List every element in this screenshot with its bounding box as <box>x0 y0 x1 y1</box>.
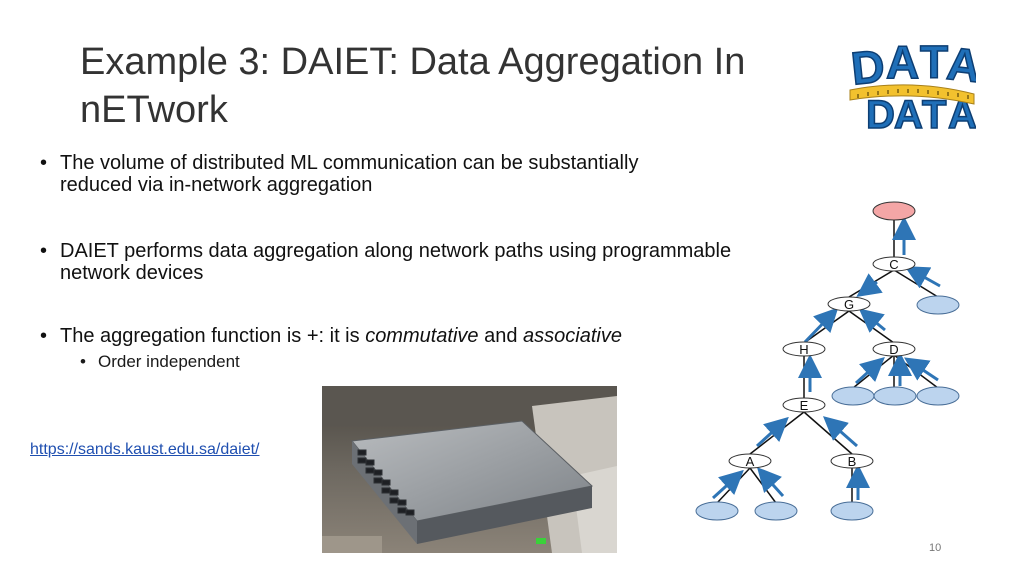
node-label-d: D <box>889 342 898 357</box>
daiet-link[interactable]: https://sands.kaust.edu.sa/daiet/ <box>30 441 260 458</box>
bullet-3: The aggregation function is +: it is com… <box>40 325 760 347</box>
aggregation-tree-diagram: C G H D E A B <box>695 201 960 521</box>
svg-text:T: T <box>922 93 946 130</box>
leaf-node <box>916 386 960 406</box>
leaf-node <box>830 501 874 521</box>
bullet-2: DAIET performs data aggregation along ne… <box>40 240 740 284</box>
node-a <box>728 453 772 469</box>
data-logo-letters: D A T A D A T A <box>848 35 976 130</box>
svg-text:A: A <box>944 37 976 92</box>
bullet-3-em2: associative <box>523 325 622 347</box>
node-label-g: G <box>844 297 854 312</box>
bullet-3-middle: and <box>478 325 524 347</box>
node-e <box>782 397 826 413</box>
bullet-1: The volume of distributed ML communicati… <box>40 152 660 196</box>
switch-photo <box>322 386 617 553</box>
slide-title: Example 3: DAIET: Data Aggregation In nE… <box>80 41 746 131</box>
data-logo: D A T A D A T A <box>848 35 976 130</box>
svg-text:D: D <box>849 39 887 94</box>
node-g <box>827 296 871 312</box>
bullet-3-prefix: The aggregation function is +: it is <box>60 325 366 347</box>
svg-text:T: T <box>920 36 948 88</box>
leaf-node <box>754 501 798 521</box>
leaf-node <box>916 295 960 315</box>
svg-text:A: A <box>894 93 923 130</box>
sub-bullet: Order independent <box>80 352 240 372</box>
node-label-e: E <box>800 398 809 413</box>
svg-text:D: D <box>866 93 895 130</box>
node-d <box>872 341 916 357</box>
node-label-c: C <box>889 257 898 272</box>
svg-text:A: A <box>886 36 919 88</box>
node-label-h: H <box>799 342 808 357</box>
node-label-b: B <box>848 454 857 469</box>
node-b <box>830 453 874 469</box>
page-number: 10 <box>929 542 942 554</box>
leaf-node <box>831 386 875 406</box>
node-h <box>782 341 826 357</box>
leaf-node <box>695 501 739 521</box>
node-label-a: A <box>746 454 755 469</box>
bullet-3-em1: commutative <box>365 325 479 347</box>
measuring-tape-icon <box>849 84 975 105</box>
aggregation-arrows <box>711 216 941 500</box>
root-node <box>872 201 916 221</box>
leaf-node <box>873 386 917 406</box>
node-c <box>872 256 916 272</box>
